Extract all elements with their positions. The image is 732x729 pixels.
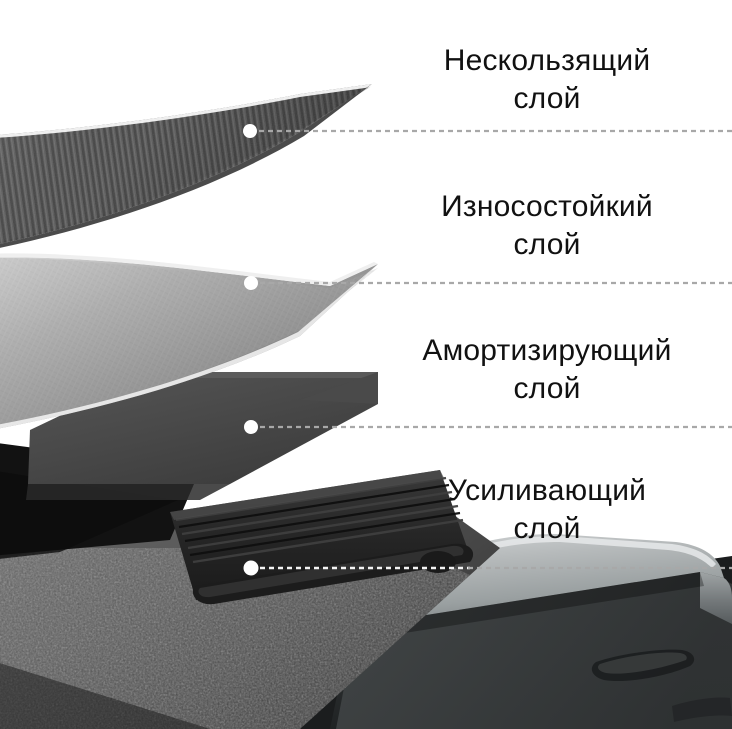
rib-strip-top-edge	[170, 470, 444, 520]
callout-marker-1[interactable]	[243, 124, 257, 138]
product-lid-rim	[700, 572, 732, 624]
rib-strip-bead-highlight	[198, 545, 464, 598]
leader-lines	[250, 129, 732, 570]
cushioning-arrow-tip	[300, 372, 378, 404]
cushioning-underside	[26, 484, 230, 500]
rib-strip-end-knob	[420, 551, 456, 573]
callout-marker-3[interactable]	[244, 420, 258, 434]
reinforcing-ribbed-strip	[170, 470, 474, 605]
product-lid-shadow	[356, 572, 704, 640]
callout-marker-4[interactable]	[243, 560, 259, 576]
silver-top-edge	[0, 253, 378, 286]
rib-grooves	[175, 476, 464, 564]
rib-grooves-dark	[178, 483, 461, 557]
product-latch	[672, 697, 732, 722]
callout-marker-2[interactable]	[244, 276, 258, 290]
product-front-face	[336, 572, 732, 729]
anti-slip-layer	[0, 84, 372, 248]
antislip-top-edge	[0, 84, 372, 138]
product-handle-highlight	[598, 652, 687, 674]
product-lid-highlight	[452, 536, 716, 568]
callout-markers	[243, 124, 259, 576]
granular-shadow	[0, 663, 210, 729]
